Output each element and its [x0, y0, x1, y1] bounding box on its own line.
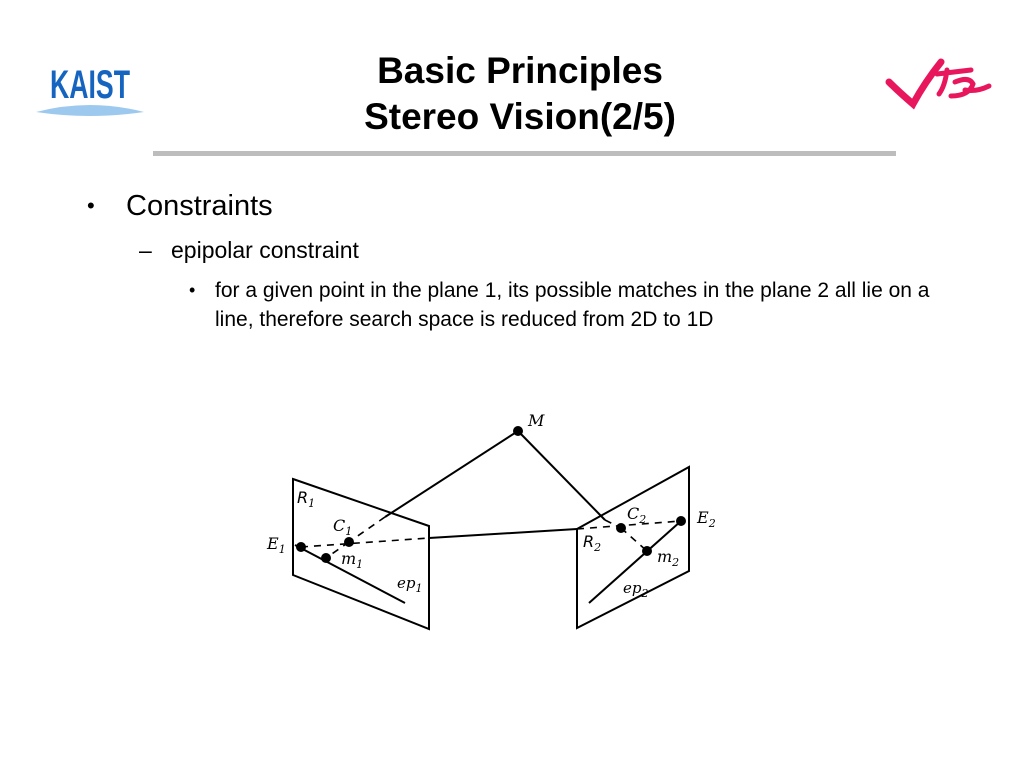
point-m2	[642, 546, 652, 556]
label-c2: C2	[627, 504, 646, 526]
label-m2: m2	[657, 547, 679, 569]
label-r1: R1	[297, 488, 315, 510]
kaist-logo: KAIST	[36, 63, 144, 116]
label-r2: R2	[583, 532, 601, 554]
label-ep1: ep1	[397, 574, 422, 595]
dashed-baseline-2	[576, 520, 682, 530]
point-c1	[344, 537, 354, 547]
lab-logo-glyph-stroke	[934, 67, 992, 99]
point-m	[513, 426, 523, 436]
lab-logo-check-stroke	[885, 58, 945, 110]
bullet-text: Constraints	[126, 190, 273, 222]
image-plane-2	[576, 465, 690, 630]
label-m1: m1	[341, 549, 363, 571]
point-m1	[321, 553, 331, 563]
bullet-text: epipolar constraint	[171, 237, 359, 263]
ray-m-to-plane-1	[384, 430, 519, 518]
title-divider	[153, 151, 896, 156]
dashed-c2-to-m2	[620, 527, 648, 552]
slide-title-line-1: Basic Principles	[377, 50, 663, 91]
baseline	[428, 528, 578, 539]
dashed-baseline-1	[300, 537, 430, 548]
point-e2	[676, 516, 686, 526]
slide-title-line-2: Stereo Vision(2/5)	[364, 96, 676, 137]
point-c2	[616, 523, 626, 533]
bullet-marker: •	[87, 193, 95, 218]
image-plane-1	[292, 477, 430, 631]
bullet-marker: •	[189, 280, 196, 300]
dashed-ray-1	[348, 516, 386, 543]
epipolar-diagram: M R1 C1 E1 m1 ep1 C2 E2 R2 m2 ep2	[266, 411, 716, 631]
label-m: M	[527, 411, 545, 430]
bullet-text: for a given point in the plane 1, its po…	[215, 279, 930, 331]
label-c1: C1	[333, 516, 352, 538]
lab-logo	[885, 58, 992, 110]
point-e1	[296, 542, 306, 552]
kaist-logo-swoosh	[36, 105, 144, 116]
bullet-marker: –	[139, 237, 152, 263]
label-ep2: ep2	[623, 579, 648, 600]
slide-title: Basic Principles Stereo Vision(2/5)	[200, 48, 840, 140]
ray-m-to-plane-2	[517, 430, 606, 521]
label-e2: E2	[696, 508, 716, 530]
epipolar-line-1	[294, 544, 406, 604]
label-e1: E1	[266, 534, 286, 556]
epipolar-line-2	[588, 520, 682, 604]
kaist-logo-text: KAIST	[50, 63, 130, 107]
